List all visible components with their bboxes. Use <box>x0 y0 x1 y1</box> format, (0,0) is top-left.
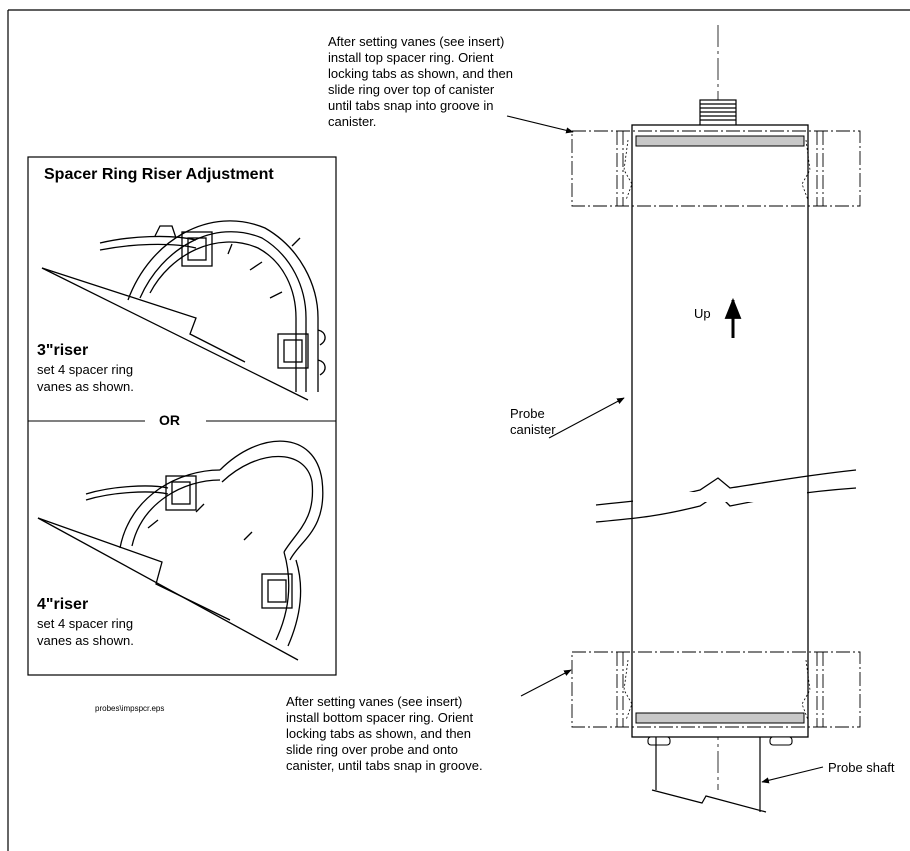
top-ring-instructions: After setting vanes (see insert) install… <box>328 34 514 129</box>
top-spacer-ring <box>571 130 861 207</box>
or-separator: OR <box>155 412 184 428</box>
canister-label: Probe canister <box>510 406 556 437</box>
riser-4in-drawing <box>37 440 324 661</box>
probe-canister <box>631 124 809 738</box>
riser-3in-description: set 4 spacer ring vanes as shown. <box>37 362 134 394</box>
top-ring-leader <box>506 115 574 134</box>
inset-title: Spacer Ring Riser Adjustment <box>44 166 274 183</box>
riser-4in-label: 4"riser <box>37 596 89 613</box>
break-gap <box>633 492 807 502</box>
shaft-leader <box>761 766 824 784</box>
shaft-label: Probe shaft <box>828 760 895 775</box>
riser-3in-drawing <box>41 220 326 401</box>
riser-4in-description: set 4 spacer ring vanes as shown. <box>37 616 134 648</box>
canister-leader <box>548 397 625 439</box>
riser-3in-label: 3"riser <box>37 342 89 359</box>
bottom-groove-band <box>635 712 805 724</box>
probe-shaft <box>651 737 767 813</box>
file-label: probes\impspcr.eps <box>95 704 165 713</box>
canister-feet <box>647 736 793 746</box>
bottom-ring-leader <box>520 669 572 697</box>
bottom-ring-instructions: After setting vanes (see insert) install… <box>286 694 483 773</box>
top-groove-band <box>635 135 805 147</box>
up-label: Up <box>694 306 711 321</box>
bottom-spacer-ring <box>571 651 861 728</box>
